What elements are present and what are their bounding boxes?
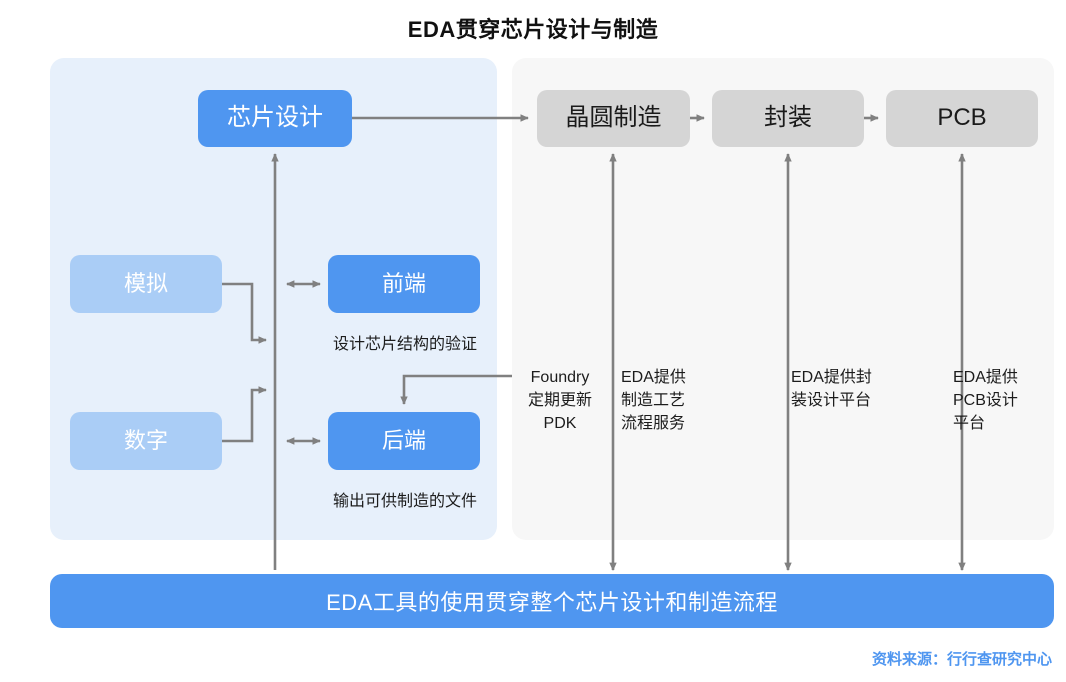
caption-frontend: 设计芯片结构的验证: [332, 336, 477, 353]
page-title: EDA贯穿芯片设计与制造: [407, 17, 659, 42]
box-frontend[interactable]: 前端: [328, 255, 480, 313]
annotation-eda-process-service: EDA提供 制造工艺 流程服务: [621, 369, 686, 433]
box-analog[interactable]: 模拟: [70, 255, 222, 313]
box-packaging[interactable]: 封装: [712, 90, 864, 147]
caption-backend: 输出可供制造的文件: [332, 493, 477, 510]
source-note: 资料来源：行行查研究中心: [871, 651, 1052, 668]
box-pcb[interactable]: PCB: [886, 90, 1038, 147]
box-chip-design[interactable]: 芯片设计: [198, 90, 352, 147]
box-wafer-fabrication[interactable]: 晶圆制造: [537, 90, 690, 147]
annotation-eda-pcb-platform: EDA提供 PCB设计 平台: [953, 369, 1018, 433]
box-backend[interactable]: 后端: [328, 412, 480, 470]
summary-banner: EDA工具的使用贯穿整个芯片设计和制造流程: [50, 574, 1054, 628]
annotation-foundry-pdk: Foundry 定期更新 PDK: [527, 369, 592, 433]
annotation-eda-package-platform: EDA提供封 装设计平台: [791, 369, 872, 410]
box-digital[interactable]: 数字: [70, 412, 222, 470]
